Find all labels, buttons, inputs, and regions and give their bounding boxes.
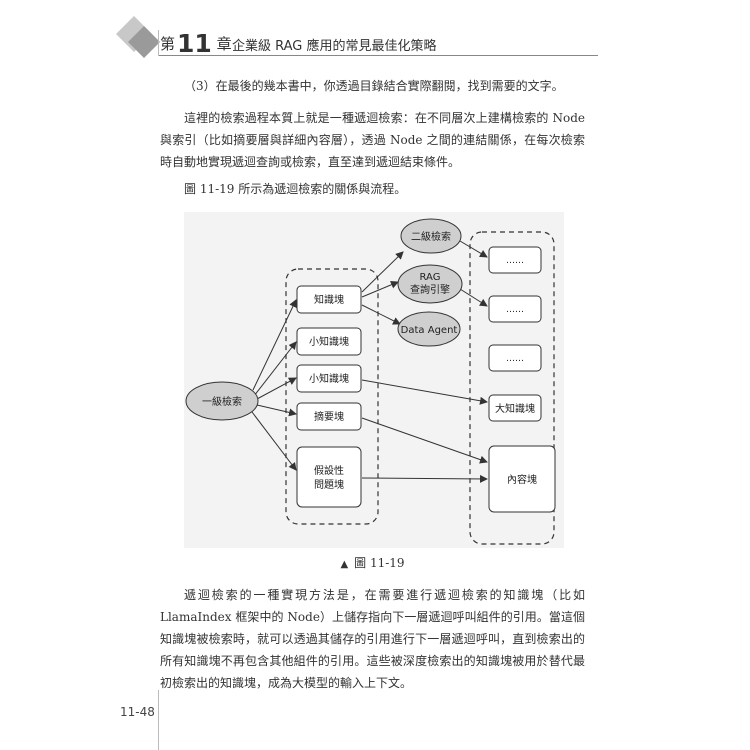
edge-chunk-data-agent xyxy=(361,304,401,325)
edge-level1-chunk xyxy=(252,299,297,391)
small-chunk-label-2: 小知識塊 xyxy=(309,372,349,385)
chapter-title: 企業級 RAG 應用的常見最佳化策略 xyxy=(232,39,437,54)
level1-retrieval-node xyxy=(185,381,259,421)
data-agent-label: Data Agent xyxy=(401,325,458,336)
result-box-2 xyxy=(488,295,542,323)
result-box-1 xyxy=(488,246,542,274)
figure-caption: ▲ 圖 11-19 xyxy=(160,554,585,571)
hypothetical-question-box xyxy=(296,446,362,508)
header-diamond-decoration xyxy=(116,16,160,58)
edge-level1-small-1 xyxy=(253,341,297,397)
right-chunk-group xyxy=(469,231,555,545)
result-box-3 xyxy=(488,344,542,372)
summary-chunk-box xyxy=(296,402,362,431)
edge-chunk-rag xyxy=(361,281,399,298)
level2-retrieval-node xyxy=(400,218,462,254)
edge-chunk-level2 xyxy=(361,251,404,293)
content-chunk-box xyxy=(488,445,556,513)
edge-rag-result xyxy=(459,288,488,307)
margin-rule-bottom xyxy=(158,690,159,750)
hypothetical-label-line2: 問題塊 xyxy=(314,478,344,491)
hypothetical-label-line1: 假設性 xyxy=(314,464,344,477)
result-ellipsis-3: …… xyxy=(506,354,524,364)
chapter-number: 第11 章 xyxy=(160,29,232,58)
paragraph-implementation: 遞迴檢索的一種實現方法是，在需要進行遞迴檢索的知識塊（比如 LlamaIndex… xyxy=(160,588,585,690)
list-item-3: （3）在最後的幾本書中，你透過目錄結合實際翻閱，找到需要的文字。 xyxy=(184,79,564,93)
figure-intro: 圖 11-19 所示為遞迴檢索的關係與流程。 xyxy=(184,182,407,196)
rag-label-line1: RAG xyxy=(420,272,441,283)
page-number: 11-48 xyxy=(120,705,155,719)
edge-level1-hypo xyxy=(251,411,297,471)
summary-chunk-label: 摘要塊 xyxy=(314,410,344,423)
edge-level1-summary xyxy=(256,404,297,417)
rag-label-line2: 查詢引擎 xyxy=(410,283,450,296)
header-rule xyxy=(158,55,598,56)
edge-level1-small-2 xyxy=(256,377,297,400)
caption-triangle-icon: ▲ xyxy=(340,559,349,570)
small-chunk-label-1: 小知識塊 xyxy=(309,335,349,348)
margin-rule-top xyxy=(158,30,159,56)
chunk-label: 知識塊 xyxy=(314,293,344,306)
level1-label: 一級檢索 xyxy=(202,395,242,408)
paragraph-recursive-retrieval: 這裡的檢索過程本質上就是一種遞迴檢索：在不同層次上建構檢索的 Node 與索引（… xyxy=(160,111,585,169)
content-chunk-label: 內容塊 xyxy=(507,473,537,486)
result-ellipsis-1: …… xyxy=(506,256,524,266)
small-chunk-box-1 xyxy=(296,327,362,356)
edge-level2-result xyxy=(459,240,488,258)
recursive-retrieval-diagram: 一級檢索 二級檢索 RAG 查詢引擎 Data Agent 知識塊 小知識塊 小… xyxy=(184,212,564,548)
big-chunk-box xyxy=(488,394,542,422)
edge-summary-content xyxy=(361,417,488,464)
big-chunk-label: 大知識塊 xyxy=(495,402,535,415)
chunk-box xyxy=(296,285,362,314)
edge-hypo-content xyxy=(361,474,488,483)
edge-small-big xyxy=(361,379,488,405)
middle-chunk-group xyxy=(285,268,379,525)
data-agent-node xyxy=(397,311,461,347)
result-ellipsis-2: …… xyxy=(506,305,524,315)
small-chunk-box-2 xyxy=(296,364,362,393)
level2-label: 二級檢索 xyxy=(411,230,451,243)
rag-query-engine-node xyxy=(397,264,463,304)
caption-text: 圖 11-19 xyxy=(354,556,405,570)
